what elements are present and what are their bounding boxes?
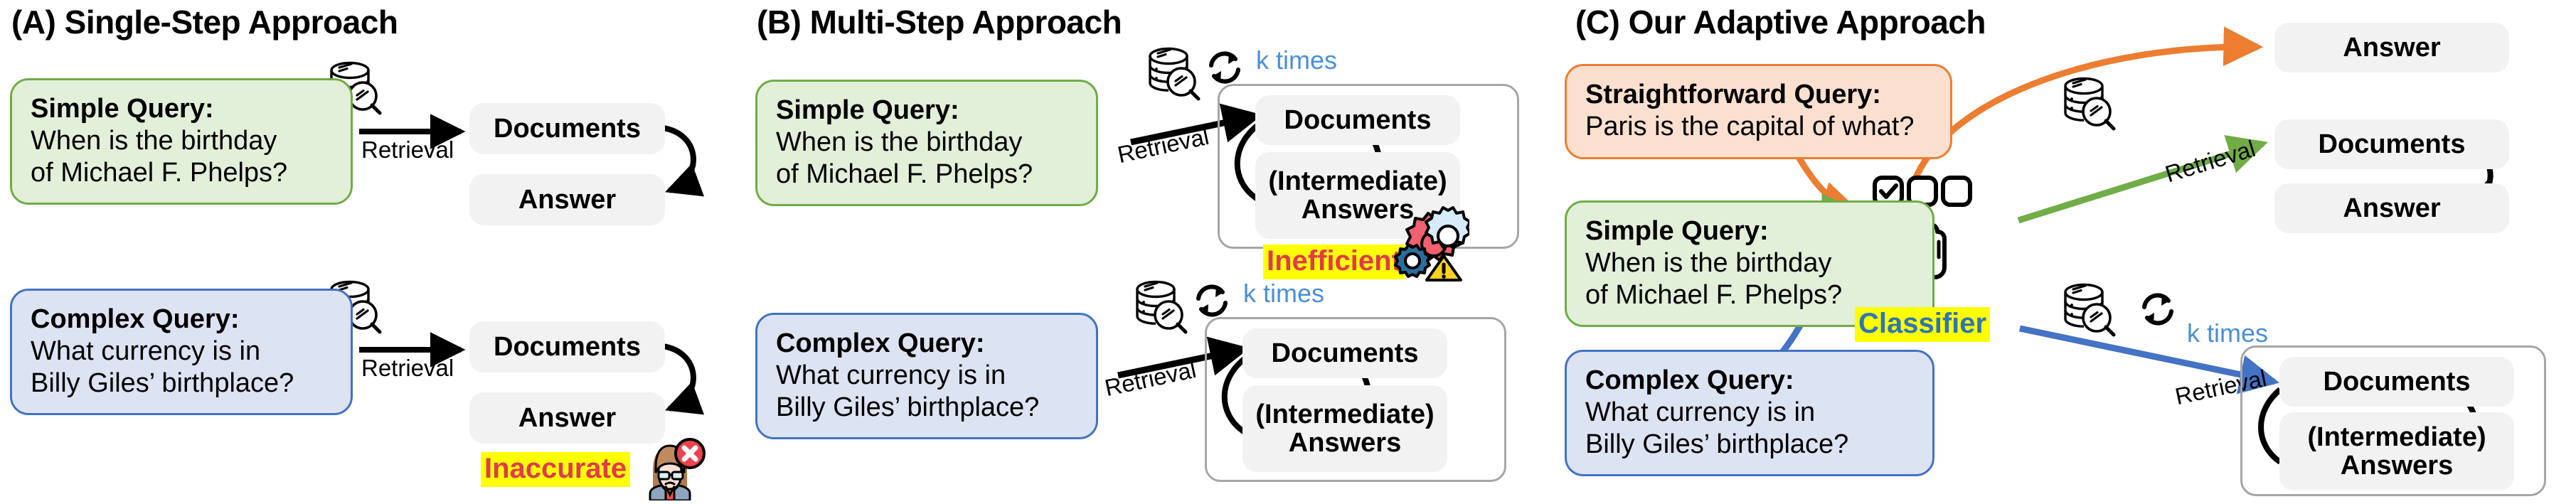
panel-c-loop-frame-complex [2240,345,2546,496]
panel-a-documents-pill-complex: Documents [469,321,665,372]
panel-c-straightforward-query-box: Straightforward Query: Paris is the capi… [1565,64,1952,159]
panel-c-straightforward-query-label: Straightforward Query: [1585,80,1881,109]
loop-arrows-icon [1211,53,1238,82]
panel-b-title: (B) Multi-Step Approach [757,4,1122,41]
panel-a-documents-pill-simple: Documents [469,103,665,154]
panel-a-retrieval-label-simple: Retrieval [361,136,454,163]
panel-b-inefficient-badge: Inefficient [1263,245,1405,279]
panel-a-complex-query-box: Complex Query: What currency is in Billy… [10,289,353,416]
panel-a-simple-query-box: Simple Query: When is the birthday of Mi… [10,78,353,205]
panel-c-complex-query-line-2: Billy Giles’ birthplace? [1585,429,1849,459]
panel-c-classifier-badge-text: Classifier [1855,307,1991,342]
panel-c-simple-query-label: Simple Query: [1585,216,1769,246]
panel-c-retrieval-label-simple: Retrieval [2162,134,2259,188]
panel-b-simple-query-line-1: When is the birthday [776,127,1023,157]
panel-c-simple-query-line-2: of Michael F. Phelps? [1585,279,1843,310]
panel-a-arrow-docs-to-answer-simple [662,125,705,197]
panel-a-simple-query-label: Simple Query: [31,94,214,124]
panel-c-classifier-badge: Classifier [1855,307,1991,342]
panel-b-complex-query-box: Complex Query: What currency is in Billy… [755,313,1098,440]
panel-b-k-times-label-simple: k times [1256,45,1338,75]
panel-c-complex-query-line-1: What currency is in [1585,397,1816,427]
panel-b-simple-query-label: Simple Query: [776,95,959,125]
panel-b-complex-query-line-2: Billy Giles’ birthplace? [776,392,1040,422]
panel-a-inaccurate-badge-text: Inaccurate [481,452,631,487]
panel-b-loop-frame-complex [1205,317,1506,482]
panel-c-complex-query-box: Complex Query: What currency is in Billy… [1565,350,1934,477]
panel-b-complex-query-line-1: What currency is in [776,360,1006,390]
panel-c-title: (C) Our Adaptive Approach [1575,4,1986,41]
loop-arrows-icon [1198,286,1225,316]
panel-c-simple-query-box: Simple Query: When is the birthday of Mi… [1565,200,1934,328]
panel-a-complex-query-label: Complex Query: [31,304,240,334]
gears-warning-icon [1394,206,1469,282]
panel-b-documents-pill-simple: Documents [1255,95,1460,145]
panel-c-documents-pill-simple: Documents [2274,119,2509,169]
database-search-icon [1137,282,1186,333]
panel-b-intermediate-answers-pill-complex: (Intermediate) Answers [1242,385,1447,472]
panel-c-k-times-label: k times [2187,318,2269,348]
panel-a-complex-query-line-1: What currency is in [31,336,261,366]
panel-b-documents-pill-complex: Documents [1242,328,1447,378]
panel-c-answer-pill-simple: Answer [2274,183,2509,233]
panel-c-complex-query-label: Complex Query: [1585,365,1794,395]
database-search-icon [2065,285,2114,336]
panel-a-arrow-docs-to-answer-complex [662,343,705,415]
woman-with-error-cross-icon [649,438,706,500]
panel-c-documents-pill-complex: Documents [2279,357,2514,407]
panel-c-simple-query-line-1: When is the birthday [1585,247,1832,278]
panel-b-simple-query-line-2: of Michael F. Phelps? [776,159,1033,189]
panel-c-answer-pill-straightforward: Answer [2274,23,2509,73]
database-search-icon [1150,49,1198,100]
panel-c-straightforward-query-line-1: Paris is the capital of what? [1585,111,1915,141]
panel-b-retrieval-label-complex: Retrieval [1102,355,1199,402]
panel-c-intermediate-answers-pill-complex: (Intermediate) Answers [2279,412,2514,490]
database-search-icon [2065,79,2114,129]
panel-a-answer-pill-complex: Answer [469,392,665,444]
panel-b-inefficient-badge-text: Inefficient [1263,245,1405,279]
panel-a-simple-query-line-1: When is the birthday [31,125,277,156]
panel-b-simple-query-box: Simple Query: When is the birthday of Mi… [755,80,1098,207]
panel-b-retrieval-label-simple: Retrieval [1115,122,1212,168]
panel-a-simple-query-line-2: of Michael F. Phelps? [31,157,288,188]
panel-b-k-times-label-complex: k times [1243,279,1325,308]
panel-a-title: (A) Single-Step Approach [11,4,398,41]
panel-b-complex-query-label: Complex Query: [776,328,985,358]
panel-a-inaccurate-badge: Inaccurate [481,452,631,487]
panel-a-complex-query-line-2: Billy Giles’ birthplace? [31,368,294,398]
loop-arrows-icon [2144,294,2171,324]
panel-a-answer-pill-simple: Answer [469,174,665,225]
panel-a-retrieval-label-complex: Retrieval [361,355,454,381]
